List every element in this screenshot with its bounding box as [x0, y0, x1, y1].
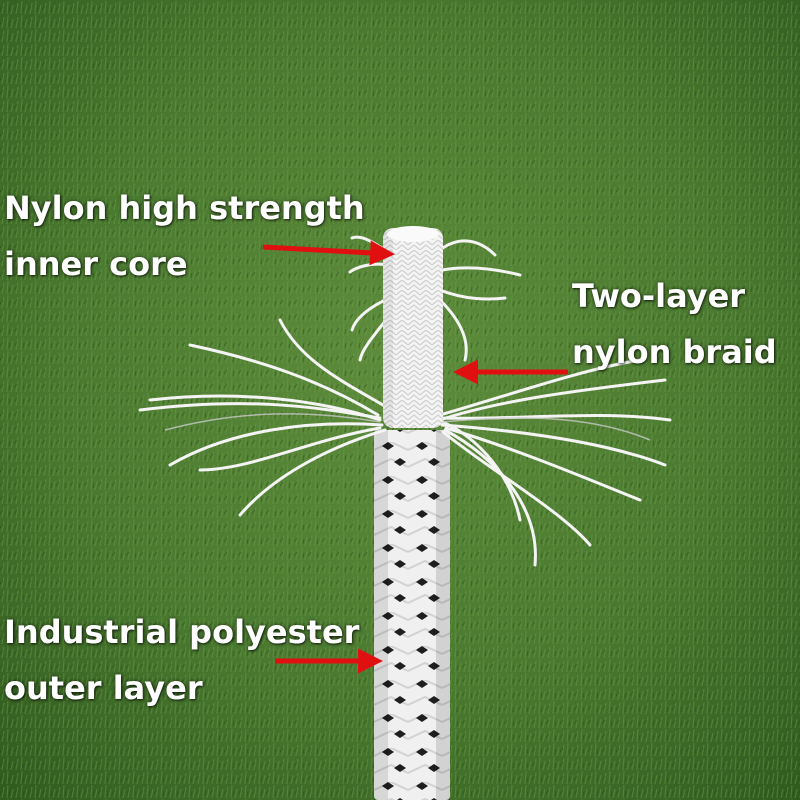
label-inner-core-line-1: Nylon high strength — [4, 189, 365, 227]
label-braid-line-1: Two-layer — [572, 277, 746, 315]
arrow-icon — [262, 240, 568, 674]
label-outer-layer: Industrial polyester outer layer — [4, 604, 359, 716]
inner-core — [348, 226, 522, 428]
frayed-fibers-shadow — [164, 413, 651, 441]
label-outer-layer-line-1: Industrial polyester — [4, 613, 360, 651]
label-braid: Two-layer nylon braid — [572, 268, 777, 380]
outer-rope — [374, 430, 450, 800]
frayed-fibers — [138, 318, 672, 567]
arrow-inner-core — [262, 240, 395, 266]
label-outer-layer-line-2: outer layer — [4, 669, 203, 707]
label-inner-core-line-2: inner core — [4, 245, 188, 283]
label-braid-line-2: nylon braid — [572, 333, 777, 371]
label-inner-core: Nylon high strength inner core — [4, 180, 365, 292]
